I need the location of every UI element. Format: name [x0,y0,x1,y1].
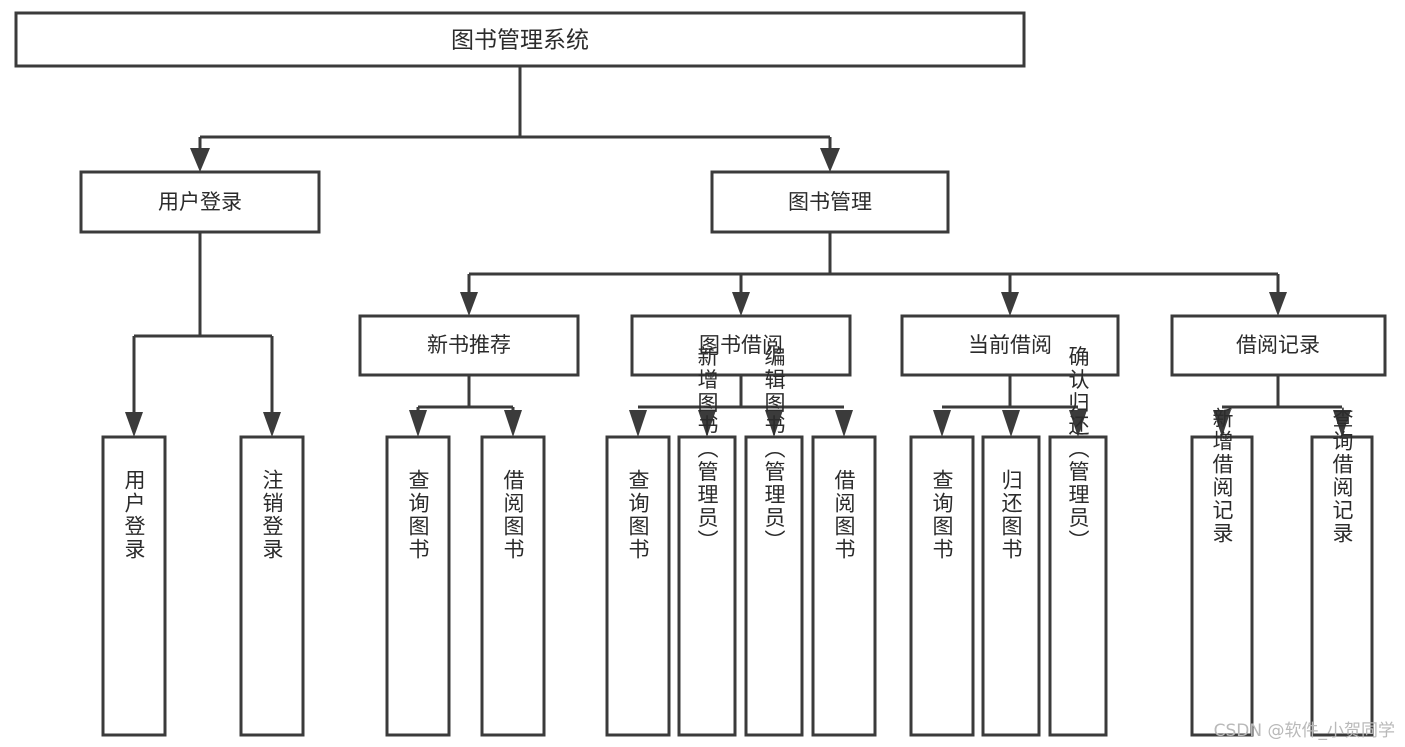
node-book-borrow-label: 图书借阅 [699,333,783,357]
node-leaf-query-record-box[interactable] [1310,435,1374,737]
node-leaf-borrow-book-1-box[interactable] [480,435,546,737]
node-new-book-recommend-label: 新书推荐 [427,333,511,357]
node-leaf-borrow-book-2-label: 借阅图书 [832,469,856,561]
node-leaf-query-book-3-box[interactable] [909,435,975,737]
node-user-login-label: 用户登录 [158,190,242,214]
node-leaf-return-book-label: 归还图书 [999,469,1023,561]
node-leaf-logout-box[interactable] [239,435,305,737]
node-leaf-add-book-label: 新增图书（管理员） [695,346,719,553]
connector-group-book-borrow [629,375,853,437]
node-leaf-query-book-3-label: 查询图书 [930,469,954,561]
node-leaf-query-record-label: 查询借阅记录 [1330,407,1354,545]
connector-group-borrow-record [1213,375,1351,437]
node-leaf-borrow-book-2-box[interactable] [811,435,877,737]
node-leaf-add-record-box[interactable] [1190,435,1254,737]
node-book-borrow-box[interactable] [630,314,852,377]
node-leaf-edit-book-label: 编辑图书（管理员） [762,346,786,553]
node-leaf-query-book-1[interactable]: 查询图书 [385,435,451,737]
node-leaf-query-book-2-box[interactable] [605,435,671,737]
node-leaf-query-book-2[interactable]: 查询图书 [605,435,671,737]
node-leaf-borrow-book-1[interactable]: 借阅图书 [480,435,546,737]
arrow-to-leaf-edit-book [765,410,783,437]
node-leaf-borrow-book-1-label: 借阅图书 [501,469,525,561]
node-leaf-logout-label: 注销登录 [260,469,284,561]
arrow-to-leaf-query-book-1 [409,410,427,437]
node-leaf-add-book-box[interactable] [677,435,737,737]
connector-group-current-borrow [933,375,1087,437]
node-current-borrow-box[interactable] [900,314,1120,377]
node-leaf-return-book[interactable]: 归还图书 [981,435,1041,737]
node-book-management-box[interactable] [710,170,950,234]
node-leaf-logout[interactable]: 注销登录 [239,435,305,737]
node-leaf-query-book-2-label: 查询图书 [626,469,650,561]
node-borrow-record[interactable]: 借阅记录 [1170,314,1387,377]
arrow-to-current-borrow [1001,292,1019,316]
node-leaf-borrow-book-2[interactable]: 借阅图书 [811,435,877,737]
node-borrow-record-label: 借阅记录 [1236,333,1320,357]
node-leaf-query-book-3[interactable]: 查询图书 [909,435,975,737]
node-leaf-user-login[interactable]: 用户登录 [101,435,167,737]
node-leaf-query-book-1-label: 查询图书 [406,469,430,561]
node-root-label: 图书管理系统 [451,28,589,54]
node-current-borrow[interactable]: 当前借阅 [900,314,1120,377]
arrow-to-book-borrow [732,292,750,316]
node-leaf-confirm-return-box[interactable] [1048,435,1108,737]
connector-group-user-login [125,232,281,437]
node-current-borrow-label: 当前借阅 [968,333,1052,357]
node-leaf-query-book-1-box[interactable] [385,435,451,737]
node-root[interactable]: 图书管理系统 [14,11,1026,68]
node-book-management-label: 图书管理 [788,190,872,214]
connector-group-book-mgmt [460,232,1287,316]
arrow-to-leaf-logout [263,412,281,437]
arrow-to-leaf-query-book-2 [629,410,647,437]
arrow-root-to-user-login [190,148,210,172]
connector-group-root [190,66,840,172]
node-leaf-query-record[interactable]: 查询借阅记录 [1310,407,1374,737]
node-new-book-recommend[interactable]: 新书推荐 [358,314,580,377]
node-borrow-record-box[interactable] [1170,314,1387,377]
node-leaf-user-login-box[interactable] [101,435,167,737]
connector-group-new-book-recommend [409,375,522,437]
arrow-to-leaf-query-book-3 [933,410,951,437]
node-leaf-add-book[interactable]: 新增图书（管理员） [677,346,737,737]
arrow-to-leaf-query-record [1333,410,1351,437]
node-leaf-add-record-label: 新增借阅记录 [1210,407,1234,545]
node-leaf-return-book-box[interactable] [981,435,1041,737]
arrow-to-leaf-return-book [1002,410,1020,437]
arrow-to-leaf-borrow-book-1 [504,410,522,437]
arrow-root-to-book-mgmt [820,148,840,172]
node-root-box[interactable] [14,11,1026,68]
arrow-to-borrow-record [1269,292,1287,316]
node-leaf-user-login-label: 用户登录 [122,469,146,561]
arrow-to-leaf-add-record [1213,410,1231,437]
arrow-to-leaf-add-book [698,410,716,437]
node-leaf-add-record[interactable]: 新增借阅记录 [1190,407,1254,737]
arrow-to-new-book-recommend [460,292,478,316]
arrow-to-leaf-user-login [125,412,143,437]
node-leaf-edit-book[interactable]: 编辑图书（管理员） [744,346,804,737]
node-leaf-confirm-return-label: 确认归还（管理员） [1066,346,1090,553]
node-book-management[interactable]: 图书管理 [710,170,950,234]
node-leaf-edit-book-box[interactable] [744,435,804,737]
node-new-book-recommend-box[interactable] [358,314,580,377]
node-user-login-box[interactable] [79,170,321,234]
arrow-to-leaf-confirm-return [1069,410,1087,437]
node-leaf-confirm-return[interactable]: 确认归还（管理员） [1048,346,1108,737]
node-user-login[interactable]: 用户登录 [79,170,321,234]
node-book-borrow[interactable]: 图书借阅 [630,314,852,377]
arrow-to-leaf-borrow-book-2 [835,410,853,437]
